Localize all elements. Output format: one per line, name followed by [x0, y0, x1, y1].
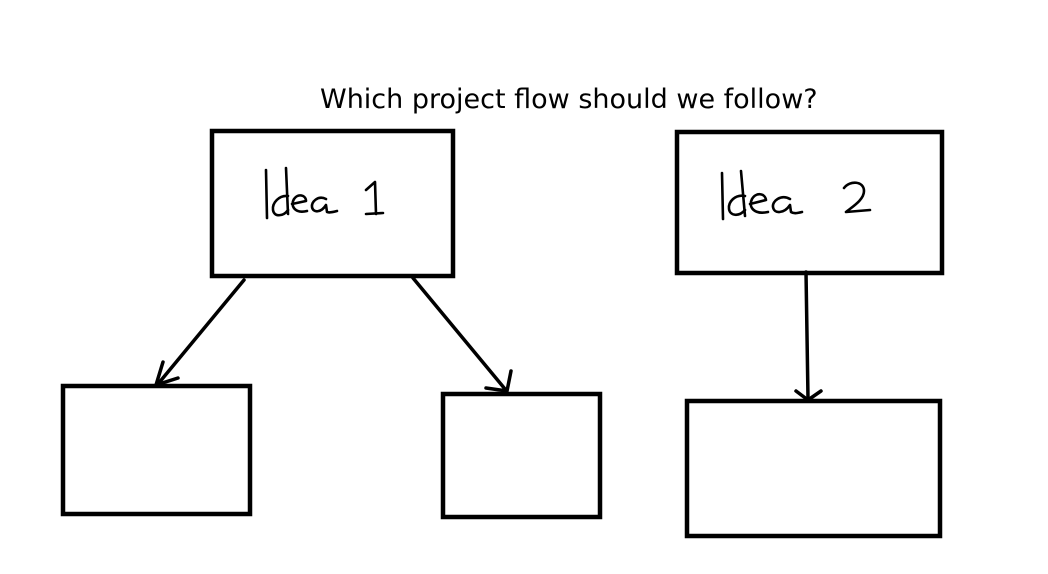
idea-1-node: [209, 128, 456, 279]
diagram-question: Which project flow should we follow?: [320, 84, 818, 115]
idea-2-child-box: [684, 398, 943, 539]
idea-2-node: [674, 129, 945, 276]
idea-1-box: [209, 128, 456, 279]
idea-1-child-right-box: [440, 391, 603, 520]
arrow-idea-1-to-right: [411, 276, 513, 393]
arrow-idea-1-to-left: [154, 278, 246, 387]
idea-2-handwritten-label: [720, 169, 872, 221]
idea-1-child-left-box: [60, 383, 253, 517]
idea-2-box: [674, 129, 945, 276]
idea-1-handwritten-label: [264, 166, 385, 220]
arrow-idea-2-to-child: [794, 270, 823, 402]
